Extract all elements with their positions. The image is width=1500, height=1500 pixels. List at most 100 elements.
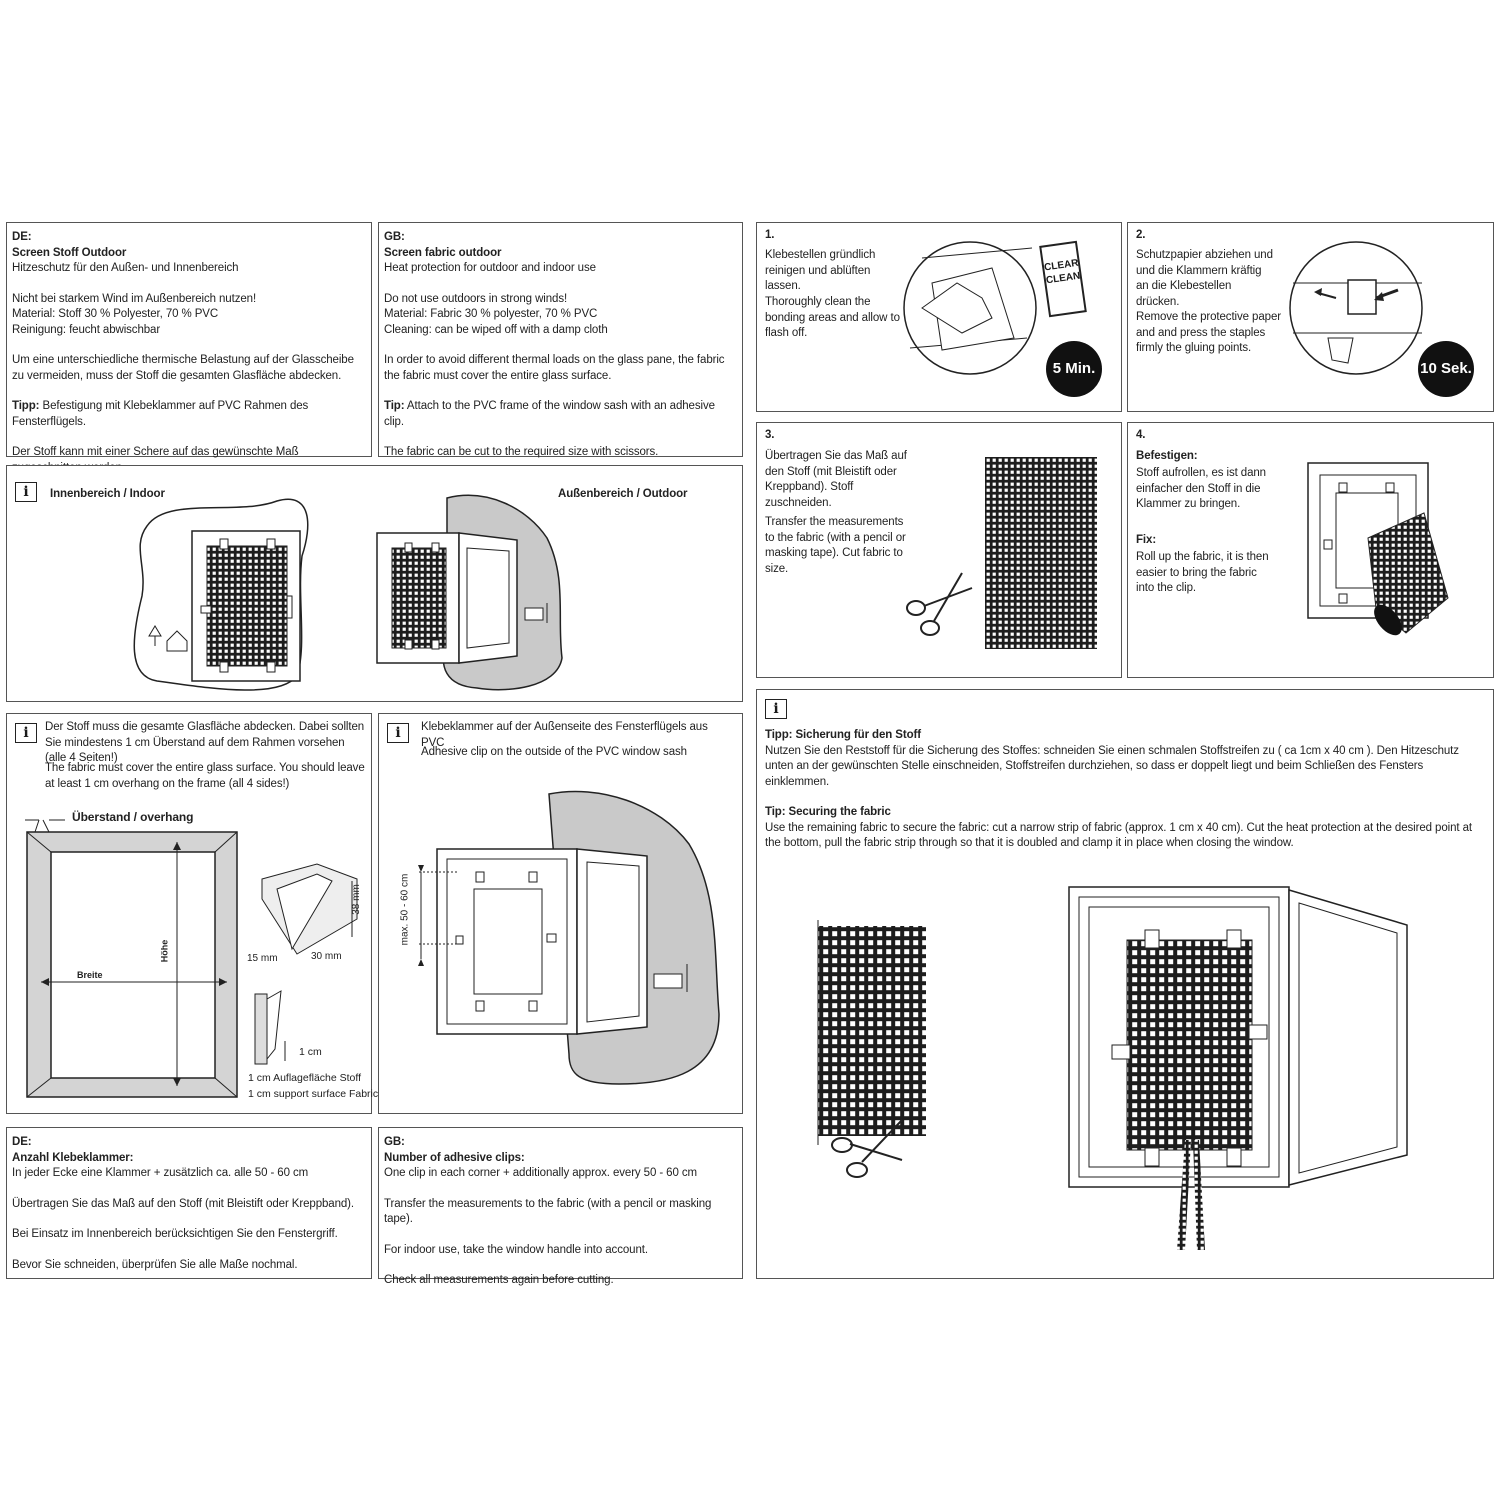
de-intro-panel: DE: Screen Stoff Outdoor Hitzeschutz für… [6, 222, 372, 474]
breite-label: Breite [77, 970, 103, 980]
gb-warning-3: Cleaning: can be wiped off with a damp c… [384, 323, 608, 336]
timer-badge-10sek: 10 Sek. [1418, 341, 1474, 397]
dim-1cm: 1 cm [299, 1046, 322, 1058]
step-4-gb: Roll up the fabric, it is then easier to… [1136, 551, 1269, 594]
clip-panel: i Klebeklammer auf der Außenseite des Fe… [378, 713, 743, 1114]
gb-count-2: Transfer the measurements to the fabric … [384, 1197, 712, 1226]
timer-badge-5min: 5 Min. [1046, 341, 1102, 397]
info-icon: i [765, 699, 787, 719]
tip-de-title: Tipp: Sicherung für den Stoff [765, 729, 921, 741]
clean-bottle-label: CLEAR CLEAN [1039, 240, 1087, 318]
overhang-label: Überstand / overhang [72, 810, 194, 824]
step-4-panel: 4. Befestigen: Stoff aufrollen, es ist d… [1127, 422, 1494, 678]
tip-de-text: Nutzen Sie den Reststoff für die Sicheru… [765, 744, 1459, 788]
dim-15: 15 mm [247, 953, 278, 964]
location-panel: i Innenbereich / Indoor Außenbereich / O… [6, 465, 743, 702]
step-2-de: Schutzpapier abziehen und und die Klamme… [1136, 249, 1273, 308]
gb-count-lang: GB: [384, 1136, 405, 1148]
fabric-strip-cut-illustration [817, 920, 926, 1178]
gb-cut: The fabric can be cut to the required si… [384, 446, 659, 458]
frame-diagram [25, 819, 238, 1098]
clip-gb: Adhesive clip on the outside of the PVC … [421, 746, 687, 758]
tip-gb-text: Use the remaining fabric to secure the f… [765, 821, 1472, 850]
gb-lang: GB: [384, 231, 405, 243]
clip-de: Klebeklammer auf der Außenseite des Fens… [421, 721, 708, 749]
gb-count-3: For indoor use, take the window handle i… [384, 1243, 648, 1256]
step-1-de: Klebestellen gründlich reinigen und ablü… [765, 249, 876, 292]
gb-thermal: In order to avoid different thermal load… [384, 354, 725, 382]
gb-count-panel: GB: Number of adhesive clips: One clip i… [378, 1127, 743, 1286]
support-de: 1 cm Auflagefläche Stoff [248, 1072, 362, 1084]
support-gb: 1 cm support surface Fabric [248, 1088, 379, 1100]
gb-warning-2: Material: Fabric 30 % polyester, 70 % PV… [384, 308, 598, 320]
step-2-panel: 2. Schutzpapier abziehen und und die Kla… [1127, 222, 1494, 412]
tip-secure-text: Tipp: Sicherung für den Stoff Nutzen Sie… [765, 728, 1480, 852]
de-subtitle: Hitzeschutz für den Außen- und Innenbere… [12, 262, 239, 274]
step-3-de: Übertragen Sie das Maß auf den Stoff (mi… [765, 450, 907, 509]
window-with-strip-illustration [1068, 886, 1408, 1250]
gb-title: Screen fabric outdoor [384, 246, 502, 259]
step-4-gb-title: Fix: [1136, 534, 1157, 546]
outdoor-illustration [376, 494, 563, 691]
step-3-panel: 3. Übertragen Sie das Maß auf den Stoff … [756, 422, 1122, 678]
step-4-de: Stoff aufrollen, es ist dann einfacher d… [1136, 467, 1266, 510]
gb-intro-text: GB: Screen fabric outdoor Heat protectio… [384, 230, 734, 461]
info-icon: i [387, 723, 409, 743]
de-count-1: In jeder Ecke eine Klammer + zusätzlich … [12, 1167, 309, 1179]
gb-subtitle: Heat protection for outdoor and indoor u… [384, 262, 596, 274]
de-count-4: Bevor Sie schneiden, überprüfen Sie alle… [12, 1258, 298, 1271]
de-lang: DE: [12, 231, 32, 243]
de-intro-text: DE: Screen Stoff Outdoor Hitzeschutz für… [12, 230, 368, 476]
info-icon: i [15, 482, 37, 502]
gb-tip: Tip: Attach to the PVC frame of the wind… [384, 400, 715, 428]
gb-count-4: Check all measurements again before cutt… [384, 1274, 614, 1286]
de-thermal: Um eine unterschiedliche thermische Bela… [12, 354, 354, 382]
hoehe-label: Höhe [159, 939, 170, 963]
fabric-sheet-illustration [985, 457, 1097, 649]
de-count-text: DE: Anzahl Klebeklammer: In jeder Ecke e… [12, 1135, 368, 1273]
outdoor-clip-diagram [418, 790, 720, 1085]
de-count-panel: DE: Anzahl Klebeklammer: In jeder Ecke e… [6, 1127, 372, 1279]
de-tip: Tipp: Befestigung mit Klebeklammer auf P… [12, 400, 309, 428]
outdoor-label: Außenbereich / Outdoor [558, 488, 688, 500]
de-count-title: Anzahl Klebeklammer: [12, 1151, 134, 1164]
gb-intro-panel: GB: Screen fabric outdoor Heat protectio… [378, 222, 743, 458]
de-warning-3: Reinigung: feucht abwischbar [12, 323, 161, 336]
info-icon: i [15, 723, 37, 743]
clip-press-illustration [1289, 241, 1423, 375]
de-count-3: Bei Einsatz im Innenbereich berücksichti… [12, 1228, 338, 1240]
tip-gb-title: Tip: Securing the fabric [765, 806, 891, 818]
de-title: Screen Stoff Outdoor [12, 246, 127, 259]
de-count-lang: DE: [12, 1136, 32, 1148]
cleaning-illustration [903, 241, 1037, 375]
sash-profile-diagram [261, 863, 358, 955]
step-1-panel: 1. Klebestellen gründlich reinigen und a… [756, 222, 1122, 412]
clip-profile-diagram [254, 990, 286, 1065]
indoor-illustration [133, 498, 309, 691]
dim-38: 38 mm [350, 884, 362, 915]
step-3-gb: Transfer the measurements to the fabric … [765, 516, 906, 575]
roll-fabric-illustration [1307, 462, 1449, 636]
gb-count-1: One clip in each corner + additionally a… [384, 1167, 697, 1179]
indoor-label: Innenbereich / Indoor [50, 488, 165, 500]
step-3-number: 3. [765, 429, 775, 441]
step-1-number: 1. [765, 229, 775, 241]
cover-de: Der Stoff muss die gesamte Glasfläche ab… [45, 721, 365, 764]
scissors-icon [906, 572, 973, 636]
gb-warning-1: Do not use outdoors in strong winds! [384, 292, 568, 305]
step-4-number: 4. [1136, 429, 1146, 441]
de-warning-1: Nicht bei starkem Wind im Außenbereich n… [12, 292, 257, 305]
gb-count-title: Number of adhesive clips: [384, 1151, 525, 1164]
step-4-de-title: Befestigen: [1136, 450, 1198, 462]
gb-count-text: GB: Number of adhesive clips: One clip i… [384, 1135, 739, 1289]
tip-secure-panel: i Tipp: Sicherung für den Stoff Nutzen S… [756, 689, 1494, 1279]
dim-30: 30 mm [311, 951, 342, 962]
max-distance-label: max. 50 - 60 cm [399, 873, 411, 946]
de-count-2: Übertragen Sie das Maß auf den Stoff (mi… [12, 1197, 355, 1210]
step-2-number: 2. [1136, 229, 1146, 241]
step-1-gb: Thoroughly clean the bonding areas and a… [765, 296, 900, 339]
overhang-panel: i Der Stoff muss die gesamte Glasfläche … [6, 713, 378, 1114]
cover-gb: The fabric must cover the entire glass s… [45, 762, 365, 790]
step-2-gb: Remove the protective paper and and pres… [1136, 311, 1281, 354]
de-warning-2: Material: Stoff 30 % Polyester, 70 % PVC [12, 308, 219, 320]
